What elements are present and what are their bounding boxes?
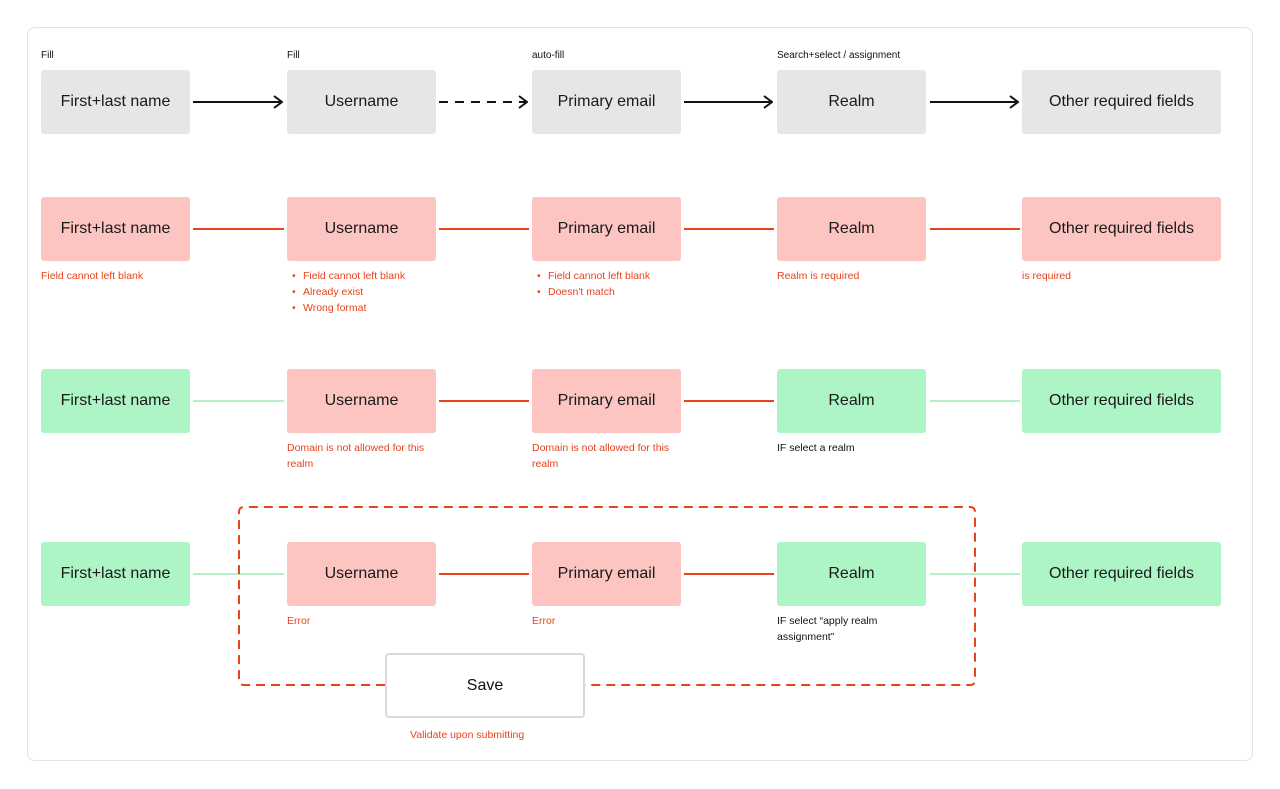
r3-email-note: Domain is not allowed for this realm bbox=[532, 440, 669, 472]
r2-realm-box: Realm bbox=[777, 197, 926, 261]
r2-realm-note: Realm is required bbox=[777, 270, 860, 282]
r1-username-box: Username bbox=[287, 70, 436, 134]
column-label-realm: Search+select / assignment bbox=[777, 50, 901, 61]
r2-username-note-2: Already exist bbox=[292, 284, 405, 300]
r2-username-note-3: Wrong format bbox=[292, 300, 405, 316]
r2-name-note: Field cannot left blank bbox=[41, 270, 144, 282]
r4-realm-note-line-1: IF select “apply realm bbox=[777, 615, 878, 627]
r1-other-box: Other required fields bbox=[1022, 70, 1221, 134]
column-label-username: Fill bbox=[287, 50, 300, 61]
r4-name-box: First+last name bbox=[41, 542, 190, 606]
r4-realm-note: IF select “apply realm assignment” bbox=[777, 613, 877, 645]
r3-realm-note: IF select a realm bbox=[777, 442, 855, 454]
r3-username-box: Username bbox=[287, 369, 436, 433]
r2-email-note-1: Field cannot left blank bbox=[537, 268, 650, 284]
r2-email-box: Primary email bbox=[532, 197, 681, 261]
r3-username-note-line-1: Domain is not allowed for this bbox=[287, 442, 425, 454]
r3-realm-box: Realm bbox=[777, 369, 926, 433]
r4-email-box: Primary email bbox=[532, 542, 681, 606]
column-label-name: Fill bbox=[41, 50, 54, 61]
r4-realm-box: Realm bbox=[777, 542, 926, 606]
r3-username-note-line-2: realm bbox=[287, 458, 314, 470]
r2-username-notes: Field cannot left blank Already exist Wr… bbox=[287, 268, 405, 316]
save-button[interactable]: Save bbox=[385, 653, 585, 718]
r4-username-box: Username bbox=[287, 542, 436, 606]
r2-other-box: Other required fields bbox=[1022, 197, 1221, 261]
r2-email-notes: Field cannot left blank Doesn't match bbox=[532, 268, 650, 300]
r3-email-box: Primary email bbox=[532, 369, 681, 433]
r1-realm-box: Realm bbox=[777, 70, 926, 134]
r4-realm-note-line-2: assignment” bbox=[777, 631, 835, 643]
r1-email-box: Primary email bbox=[532, 70, 681, 134]
r3-email-note-line-1: Domain is not allowed for this bbox=[532, 442, 670, 454]
r3-other-box: Other required fields bbox=[1022, 369, 1221, 433]
r2-username-note-1: Field cannot left blank bbox=[292, 268, 405, 284]
column-label-email: auto-fill bbox=[532, 50, 565, 61]
r1-name-box: First+last name bbox=[41, 70, 190, 134]
r2-username-box: Username bbox=[287, 197, 436, 261]
r2-name-box: First+last name bbox=[41, 197, 190, 261]
r2-email-note-2: Doesn't match bbox=[537, 284, 650, 300]
save-caption: Validate upon submitting bbox=[410, 729, 525, 741]
r3-name-box: First+last name bbox=[41, 369, 190, 433]
r2-other-note: is required bbox=[1022, 270, 1072, 282]
r4-username-note: Error bbox=[287, 615, 311, 627]
r3-email-note-line-2: realm bbox=[532, 458, 559, 470]
r3-username-note: Domain is not allowed for this realm bbox=[287, 440, 424, 472]
r4-other-box: Other required fields bbox=[1022, 542, 1221, 606]
r4-email-note: Error bbox=[532, 615, 556, 627]
